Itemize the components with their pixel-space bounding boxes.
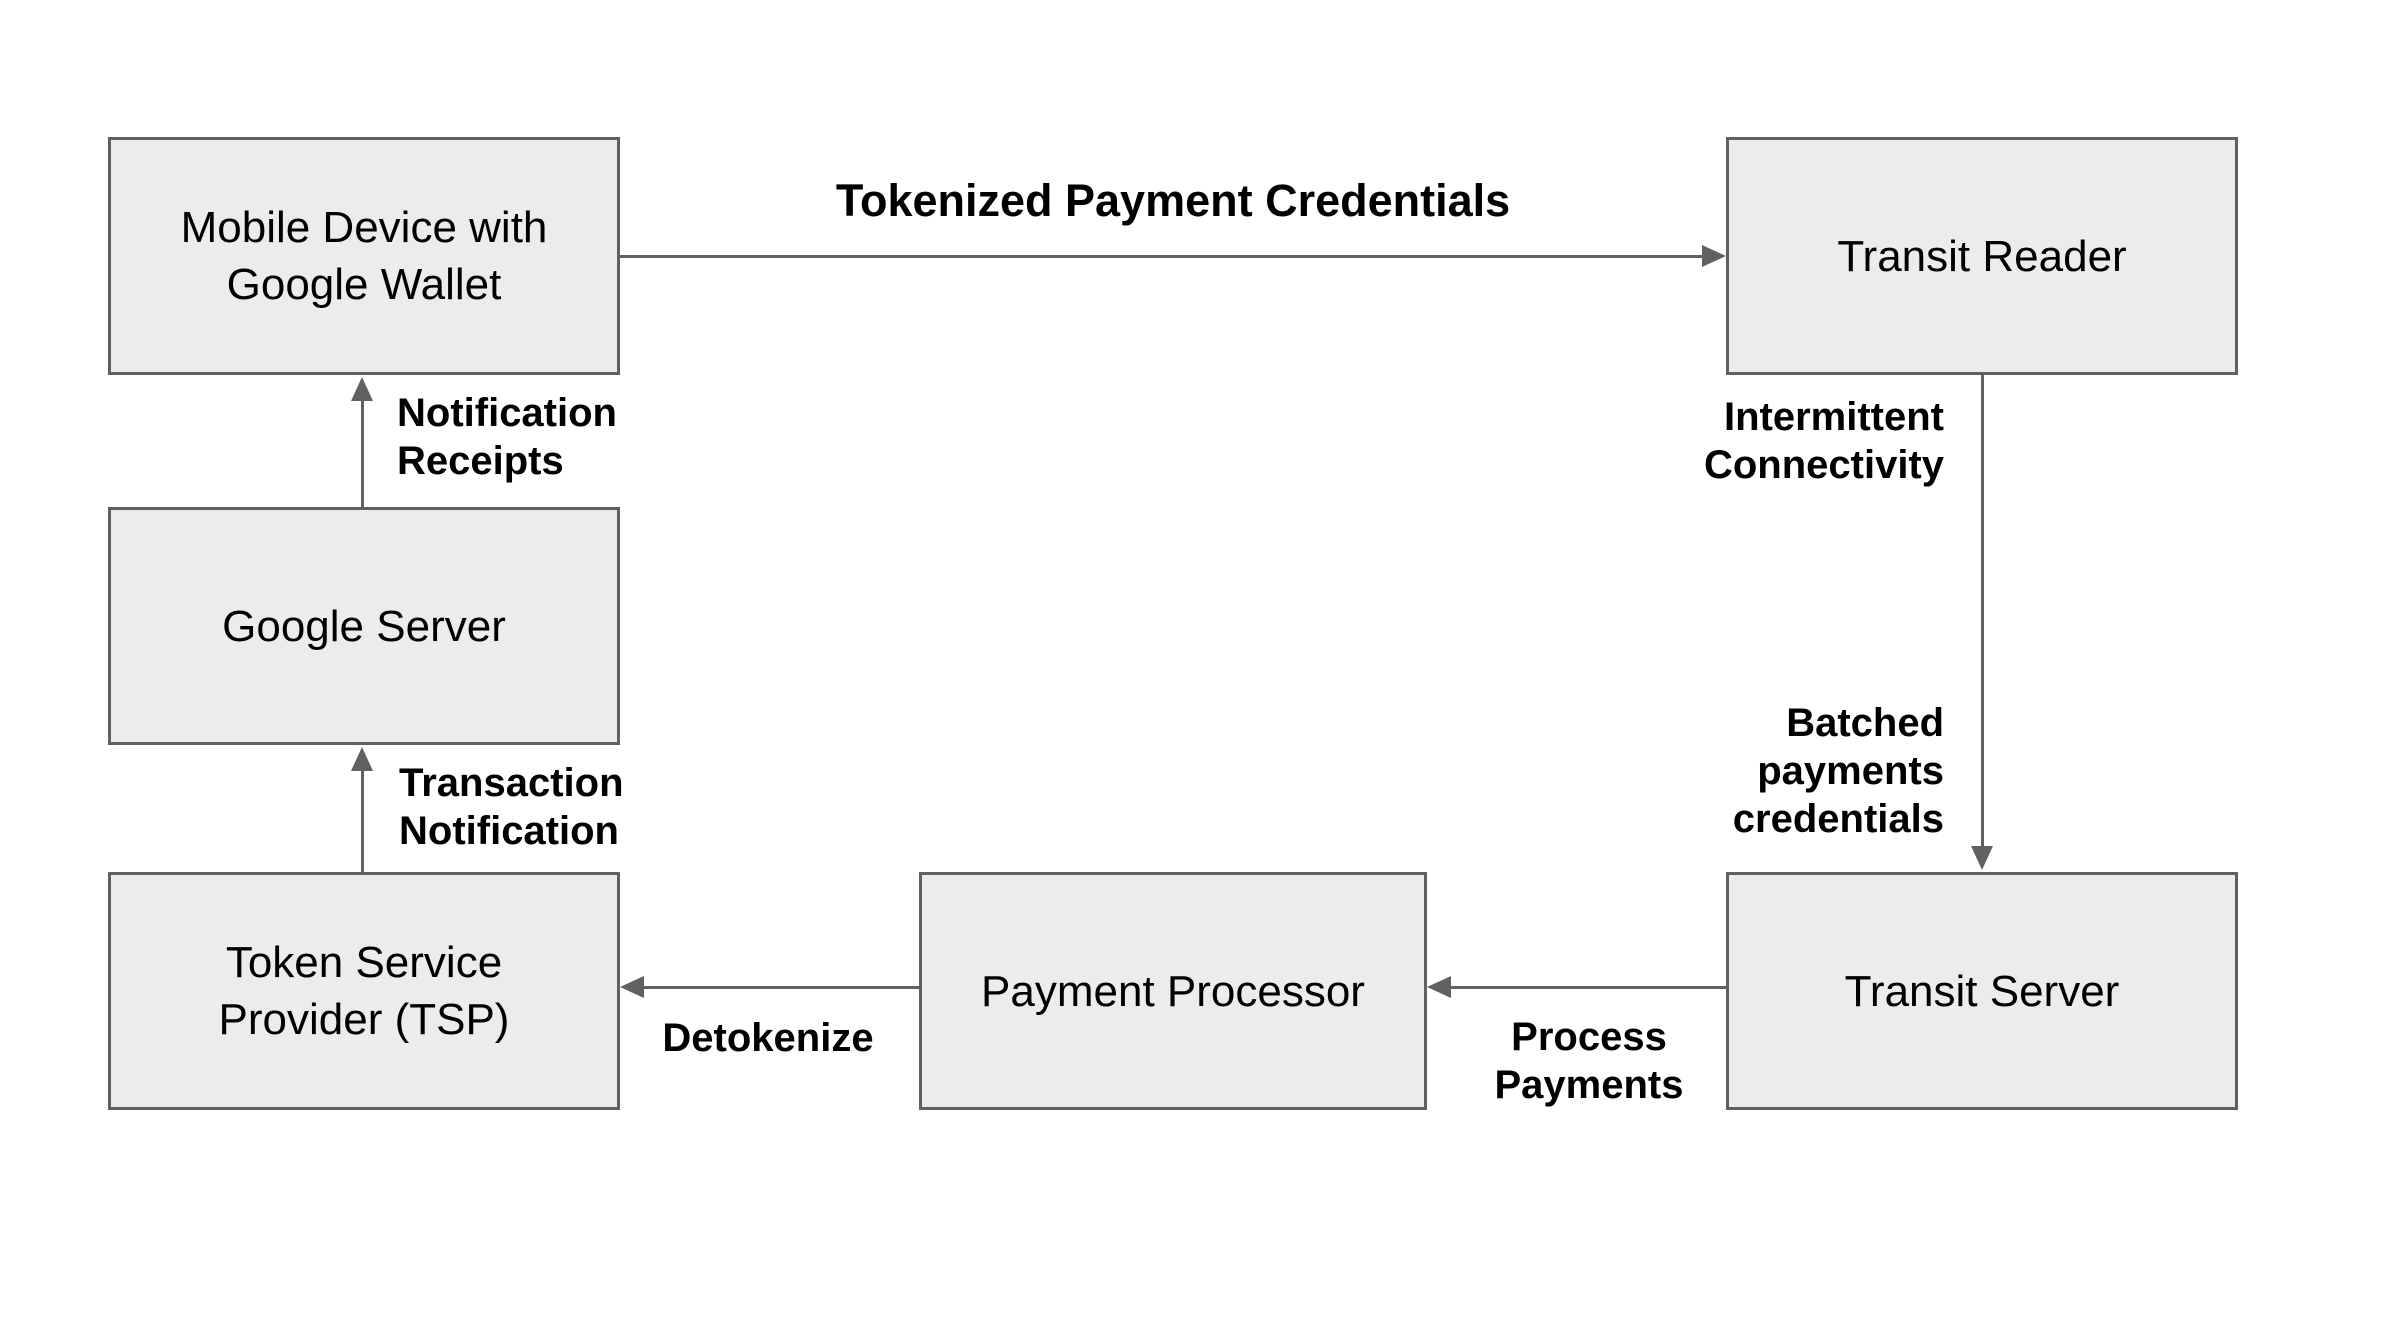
- edge-label-transaction-notification: Transaction Notification: [399, 761, 624, 853]
- edge-label-detokenize: Detokenize: [662, 1016, 874, 1060]
- node-transit-server: Transit Server: [1726, 872, 2238, 1110]
- node-label-transit-reader: Transit Reader: [1837, 231, 2127, 281]
- arrow-line: [620, 255, 1704, 258]
- arrow-line: [361, 400, 364, 507]
- arrow-line: [1451, 986, 1726, 989]
- node-google-server: Google Server: [108, 507, 620, 745]
- edge-label-process-payments: Process Payments: [1494, 1015, 1684, 1107]
- node-label-mobile-device: Mobile Device with Google Wallet: [180, 203, 548, 309]
- node-mobile-device-google-wallet: Mobile Device with Google Wallet: [108, 137, 620, 375]
- node-payment-processor: Payment Processor: [919, 872, 1427, 1110]
- arrowhead-left-icon: [1427, 976, 1451, 998]
- node-label-tsp: Token Service Provider (TSP): [218, 938, 510, 1044]
- node-label-google-server: Google Server: [222, 601, 506, 651]
- arrowhead-down-icon: [1971, 846, 1993, 870]
- node-token-service-provider: Token Service Provider (TSP): [108, 872, 620, 1110]
- arrow-line: [361, 770, 364, 872]
- arrow-line: [1981, 375, 1984, 847]
- edge-label-batched-payments-credentials: Batched payments credentials: [1732, 701, 1944, 841]
- node-transit-reader: Transit Reader: [1726, 137, 2238, 375]
- edge-label-tokenized-payment-credentials: Tokenized Payment Credentials: [835, 175, 1511, 226]
- arrow-line: [644, 986, 919, 989]
- arrowhead-up-icon: [351, 377, 373, 401]
- node-label-payment-processor: Payment Processor: [981, 966, 1365, 1016]
- arrowhead-up-icon: [351, 747, 373, 771]
- node-label-transit-server: Transit Server: [1844, 966, 2120, 1016]
- arrowhead-right-icon: [1702, 245, 1726, 267]
- arrowhead-left-icon: [620, 976, 644, 998]
- edge-label-intermittent-connectivity: Intermittent Connectivity: [1703, 395, 1944, 487]
- edge-label-notification-receipts: Notification Receipts: [397, 391, 617, 483]
